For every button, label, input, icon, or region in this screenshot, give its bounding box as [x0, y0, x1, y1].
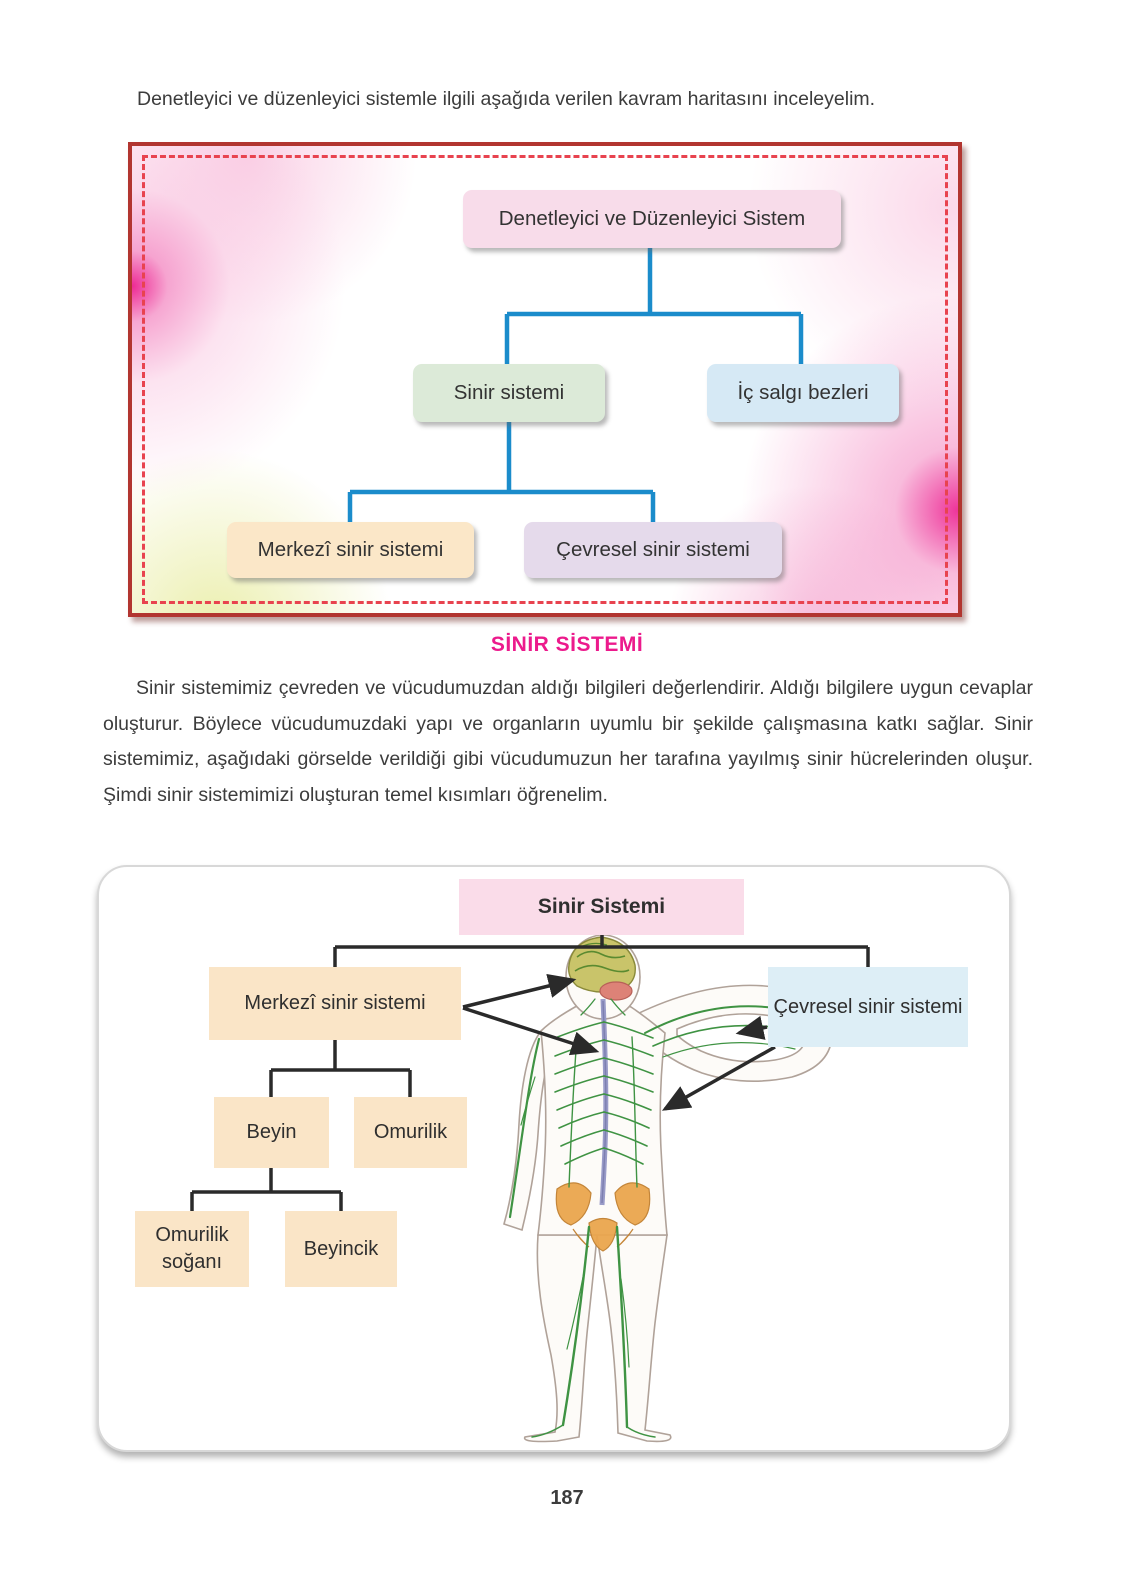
- diagram-node-beyin: Beyin: [214, 1097, 329, 1168]
- nervous-diagram-panel: Sinir Sistemi Merkezî sinir sistemi Çevr…: [97, 865, 1011, 1452]
- cerebellum-illustration: [599, 981, 633, 1001]
- diagram-node-omurilik-sogani: Omurilik soğanı: [135, 1211, 249, 1287]
- section-heading: SİNİR SİSTEMİ: [490, 633, 644, 656]
- concept-node-ic-salgi-bezleri: İç salgı bezleri: [707, 364, 899, 422]
- nervous-diagram-connectors: [190, 935, 870, 1211]
- intro-text: Denetleyici ve düzenleyici sistemle ilgi…: [137, 88, 876, 110]
- concept-node-root: Denetleyici ve Düzenleyici Sistem: [463, 190, 841, 248]
- right-leg-outline: [596, 1234, 672, 1443]
- human-nervous-system-illustration: [503, 934, 833, 1443]
- left-leg-outline: [523, 1234, 598, 1443]
- body-paragraph: Sinir sistemimiz çevreden ve vücudumuzda…: [103, 677, 1033, 806]
- concept-map-frame: Denetleyici ve Düzenleyici Sistem Sinir …: [128, 142, 962, 617]
- diagram-node-merkezi-sinir-sistemi: Merkezî sinir sistemi: [209, 967, 461, 1040]
- concept-node-cevresel-sinir-sistemi: Çevresel sinir sistemi: [524, 522, 782, 578]
- torso-outline: [537, 1000, 668, 1236]
- diagram-node-cevresel-sinir-sistemi: Çevresel sinir sistemi: [768, 967, 968, 1047]
- concept-map-connectors: [347, 248, 804, 526]
- diagram-node-beyincik: Beyincik: [285, 1211, 397, 1287]
- concept-node-sinir-sistemi: Sinir sistemi: [413, 364, 605, 422]
- concept-node-merkezi-sinir-sistemi: Merkezî sinir sistemi: [227, 522, 474, 578]
- diagram-node-root: Sinir Sistemi: [459, 879, 744, 935]
- page-number: 187: [550, 1487, 584, 1509]
- diagram-node-omurilik: Omurilik: [354, 1097, 467, 1168]
